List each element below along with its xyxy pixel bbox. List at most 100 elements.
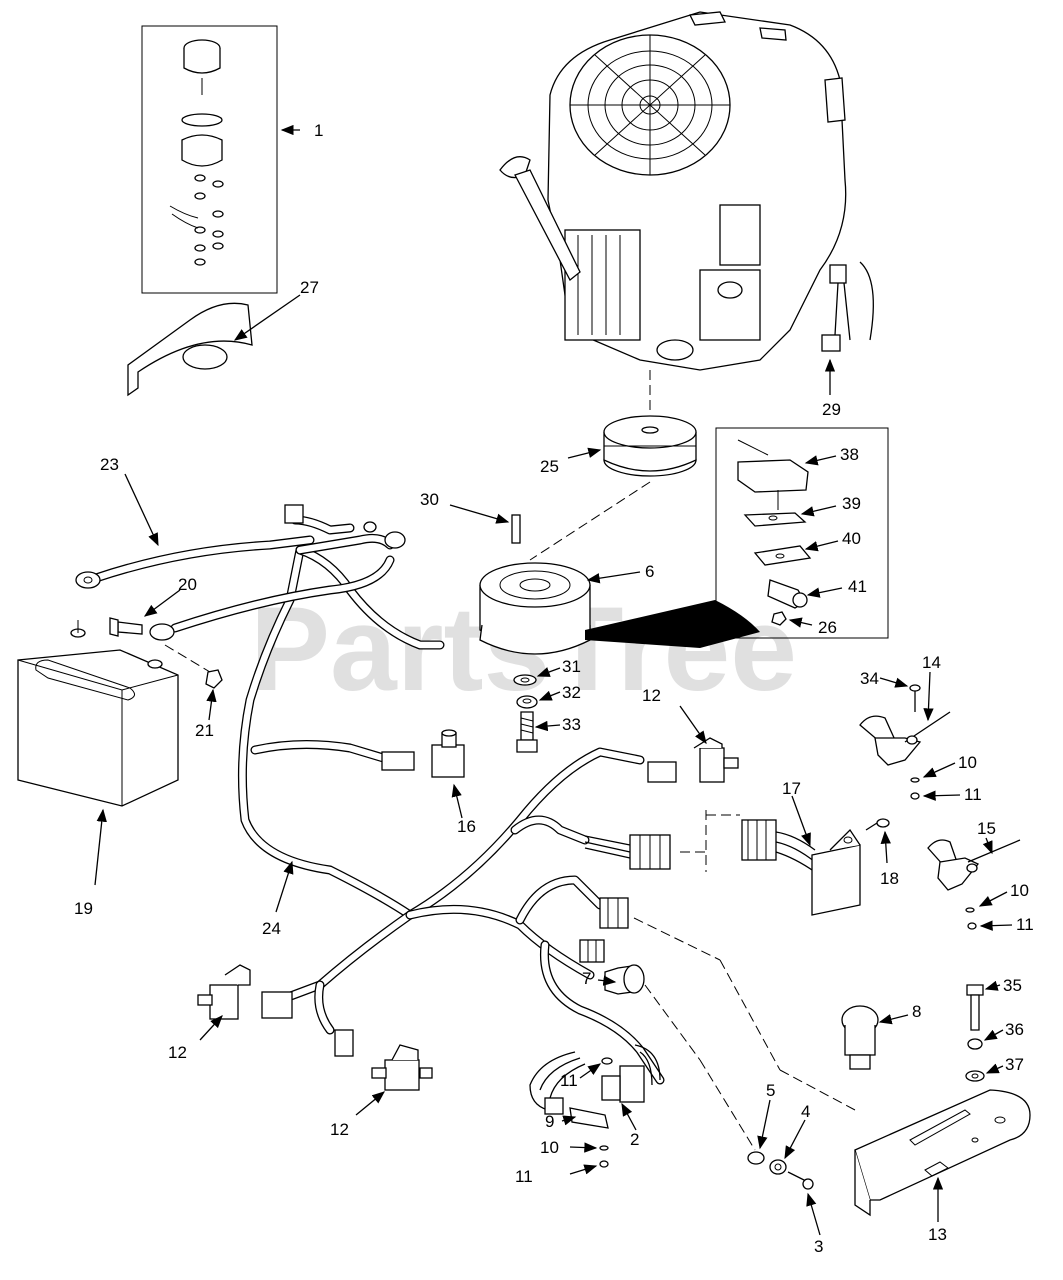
switch-12-top[interactable]: [647, 737, 739, 783]
callout-15: 15: [977, 819, 996, 838]
nut-5[interactable]: [747, 1151, 765, 1165]
callout-38: 38: [840, 445, 859, 464]
washer-10-mid[interactable]: [965, 907, 975, 913]
pto-clutch-6[interactable]: [479, 562, 591, 655]
ignition-switch-assembly[interactable]: [141, 25, 278, 294]
nut-11-lower[interactable]: [599, 1160, 609, 1168]
callout-40: 40: [842, 529, 861, 548]
callout-18: 18: [880, 869, 899, 888]
screw-34[interactable]: [909, 684, 921, 712]
washer-36[interactable]: [967, 1038, 983, 1050]
lever-14[interactable]: [859, 711, 951, 766]
callout-5: 5: [766, 1081, 775, 1100]
washer-37[interactable]: [965, 1070, 985, 1082]
callout-31: 31: [562, 657, 581, 676]
connector-mid[interactable]: [599, 897, 629, 929]
callout-35: 35: [1003, 976, 1022, 995]
nut-26[interactable]: [771, 611, 787, 626]
nut-21[interactable]: [205, 669, 223, 689]
module-17[interactable]: [741, 819, 861, 916]
part-41[interactable]: [767, 579, 808, 609]
callout-14: 14: [922, 653, 941, 672]
callout-4: 4: [801, 1102, 810, 1121]
screw-11-lower-top[interactable]: [601, 1057, 613, 1065]
lever-15[interactable]: [927, 839, 1021, 891]
part-39[interactable]: [743, 512, 807, 527]
callout-27: 27: [300, 278, 319, 297]
callout-24: 24: [262, 919, 281, 938]
switch-16[interactable]: [381, 729, 465, 778]
callout-29: 29: [822, 400, 841, 419]
callout-8: 8: [912, 1002, 921, 1021]
switch-12-lower[interactable]: [334, 1029, 433, 1091]
callout-36: 36: [1005, 1020, 1024, 1039]
nut-11-upper[interactable]: [910, 792, 920, 800]
callout-30: 30: [420, 490, 439, 509]
bolt-35[interactable]: [966, 984, 984, 1031]
callout-1: 1: [314, 121, 323, 140]
inset-box-38-41: [715, 427, 889, 639]
key-30[interactable]: [511, 514, 521, 544]
callout-11-upper: 11: [964, 785, 982, 804]
connector-harness-17[interactable]: [584, 834, 671, 870]
light-8[interactable]: [841, 1005, 879, 1070]
bolt-33[interactable]: [516, 711, 538, 753]
part-38[interactable]: [737, 439, 809, 510]
wiring-harness-24[interactable]: [149, 504, 665, 1085]
bolt-20[interactable]: [109, 617, 143, 637]
callout-12-lower: 12: [330, 1120, 349, 1139]
connector-lower[interactable]: [529, 1044, 661, 1115]
switch-7[interactable]: [604, 964, 645, 995]
callout-10-lower: 10: [540, 1138, 559, 1157]
battery-cable-23[interactable]: [75, 535, 315, 589]
connector-7-plug[interactable]: [579, 939, 605, 963]
nut-11-mid[interactable]: [967, 922, 977, 930]
callout-32: 32: [562, 683, 581, 702]
switch-12-left[interactable]: [197, 964, 293, 1020]
callout-26: 26: [818, 618, 837, 637]
callout-6: 6: [645, 562, 654, 581]
washer-4[interactable]: [769, 1159, 787, 1175]
callout-34: 34: [860, 669, 879, 688]
engine[interactable]: [547, 11, 847, 371]
callout-13: 13: [928, 1225, 947, 1244]
callout-20: 20: [178, 575, 197, 594]
callout-19: 19: [74, 899, 93, 918]
callout-3: 3: [814, 1237, 823, 1256]
callout-41: 41: [848, 577, 867, 596]
callout-16: 16: [457, 817, 476, 836]
callout-7: 7: [582, 969, 591, 988]
pulley-25[interactable]: [603, 415, 697, 477]
washer-10-lower[interactable]: [599, 1145, 609, 1151]
dipstick: [499, 156, 581, 282]
callout-12-left: 12: [168, 1043, 187, 1062]
callout-33: 33: [562, 715, 581, 734]
callout-25: 25: [540, 457, 559, 476]
bracket-13[interactable]: [854, 1089, 1031, 1217]
callout-9: 9: [545, 1112, 554, 1131]
bracket-9[interactable]: [569, 1107, 609, 1129]
callout-2: 2: [630, 1130, 639, 1149]
washer-10-upper[interactable]: [910, 777, 920, 783]
wire-connector-29[interactable]: [821, 261, 874, 352]
callout-37: 37: [1005, 1055, 1024, 1074]
callout-21: 21: [195, 721, 214, 740]
screw-18[interactable]: [865, 818, 890, 831]
screw-3[interactable]: [787, 1171, 814, 1190]
part-40[interactable]: [753, 545, 812, 566]
callout-10-mid: 10: [1010, 881, 1029, 900]
relay-2[interactable]: [601, 1065, 645, 1103]
callout-11-mid: 11: [1016, 915, 1034, 934]
washer-32[interactable]: [516, 695, 538, 709]
battery-19[interactable]: [17, 620, 179, 807]
callout-11-lower-top: 11: [560, 1071, 578, 1090]
callout-17: 17: [782, 779, 801, 798]
callout-23: 23: [100, 455, 119, 474]
callout-11-lower: 11: [515, 1167, 533, 1186]
callout-39: 39: [842, 494, 861, 513]
callout-12-top: 12: [642, 686, 661, 705]
bracket-27[interactable]: [127, 302, 253, 397]
callout-10-upper: 10: [958, 753, 977, 772]
washer-31[interactable]: [513, 674, 537, 686]
